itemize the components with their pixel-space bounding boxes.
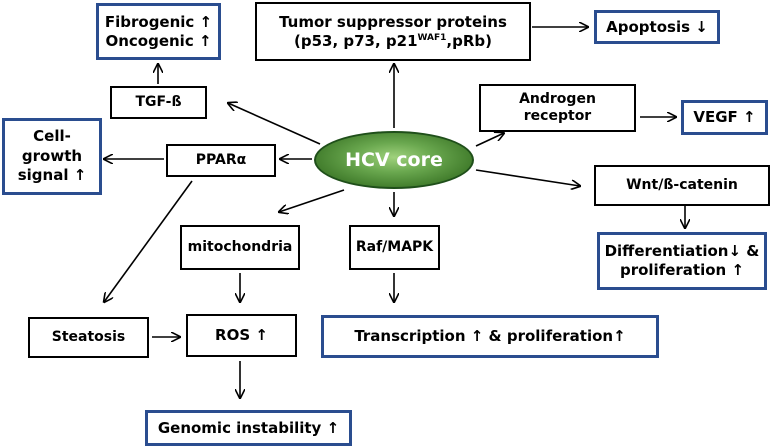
fibrogenic-oncogenic-box: Fibrogenic ↑ Oncogenic ↑	[96, 3, 221, 60]
ros-label: ROS ↑	[215, 326, 268, 345]
genomic-instability-box: Genomic instability ↑	[145, 410, 352, 446]
vegf-label: VEGF ↑	[693, 108, 756, 127]
tumor-suppressor-box: Tumor suppressor proteins (p53, p73, p21…	[255, 2, 531, 61]
androgen-receptor-box: Androgen receptor	[479, 84, 636, 132]
tumor-suppressor-proteins-list: (p53, p73, p21WAF1,pRb)	[293, 31, 493, 50]
ppar-alpha-box: PPARα	[166, 144, 276, 177]
tumor-suppressor-title: Tumor suppressor proteins	[279, 12, 507, 31]
androgen-label-line2: receptor	[523, 108, 592, 124]
cell-growth-line1: Cell-	[33, 127, 71, 146]
up-arrow-icon: ↑	[470, 327, 484, 346]
proliferation-label: proliferation ↑	[619, 261, 745, 279]
steatosis-label: Steatosis	[51, 328, 126, 345]
arrow-ppar-to-steatosis	[104, 180, 193, 302]
raf-mapk-box: Raf/MAPK	[349, 225, 440, 270]
differentiation-proliferation-box: Differentiation↓ & proliferation ↑	[597, 232, 767, 290]
hcv-core-node: HCV core	[314, 131, 474, 189]
up-arrow-icon: ↑	[613, 327, 626, 346]
tgf-beta-box: TGF-ß	[110, 86, 207, 119]
differentiation-label: Differentiation↓ &	[604, 242, 760, 261]
up-arrow-icon: ↑	[326, 418, 340, 437]
ros-box: ROS ↑	[186, 314, 297, 357]
wnt-beta-catenin-label: Wnt/ß-catenin	[626, 176, 738, 193]
up-arrow-icon: ↑	[743, 108, 756, 127]
cell-growth-signal-box: Cell- growth signal ↑	[2, 118, 102, 195]
hcv-core-label: HCV core	[345, 149, 443, 171]
up-arrow-icon: ↑	[255, 326, 268, 345]
transcription-proliferation-label: Transcription ↑ & proliferation↑	[354, 327, 626, 346]
arrow-core-to-wnt	[475, 169, 580, 186]
arrow-core-to-mitochondria	[279, 189, 345, 212]
apoptosis-box: Apoptosis ↓	[594, 10, 720, 44]
mitochondria-label: mitochondria	[187, 238, 293, 255]
ppar-alpha-label: PPARα	[195, 151, 247, 168]
arrow-core-to-tgf	[228, 103, 321, 145]
up-arrow-icon: ↑	[73, 166, 87, 185]
steatosis-box: Steatosis	[28, 317, 149, 358]
androgen-label-line1: Androgen	[519, 90, 596, 107]
raf-mapk-label: Raf/MAPK	[355, 238, 434, 255]
genomic-instability-label: Genomic instability ↑	[157, 418, 340, 437]
down-arrow-icon: ↓	[695, 17, 708, 36]
arrow-core-to-androgen	[475, 133, 504, 147]
mitochondria-box: mitochondria	[180, 225, 300, 270]
cell-growth-line2: growth	[21, 146, 83, 165]
down-arrow-icon: ↓	[728, 242, 742, 261]
up-arrow-icon: ↑	[199, 12, 213, 31]
wnt-beta-catenin-box: Wnt/ß-catenin	[594, 165, 770, 206]
up-arrow-icon: ↑	[731, 261, 745, 279]
transcription-proliferation-box: Transcription ↑ & proliferation↑	[321, 315, 659, 358]
apoptosis-label: Apoptosis ↓	[606, 17, 708, 36]
tgf-beta-label: TGF-ß	[135, 93, 182, 110]
fibrogenic-label: Fibrogenic ↑	[104, 12, 213, 31]
cell-growth-line3: signal ↑	[17, 166, 87, 185]
vegf-box: VEGF ↑	[681, 100, 768, 135]
oncogenic-label: Oncogenic ↑	[105, 31, 212, 50]
up-arrow-icon: ↑	[198, 31, 212, 50]
